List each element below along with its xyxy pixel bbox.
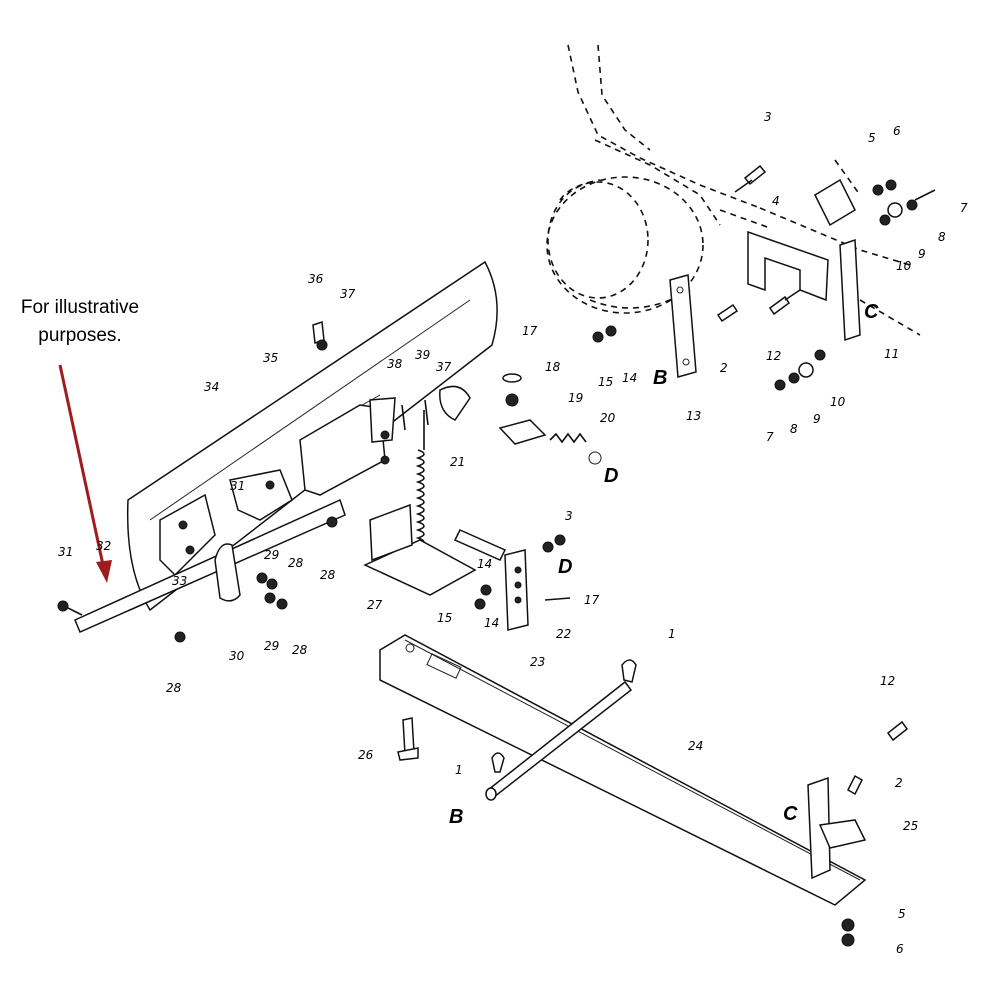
callout-9: 9 bbox=[918, 247, 926, 261]
callout-15: 15 bbox=[598, 375, 613, 389]
callout-10: 10 bbox=[830, 395, 846, 409]
hinge-plate bbox=[453, 529, 571, 631]
callout-28: 28 bbox=[320, 568, 336, 582]
callout-25: 25 bbox=[903, 819, 918, 833]
callout-15: 15 bbox=[437, 611, 452, 625]
callout-5: 5 bbox=[868, 131, 876, 145]
ref-b-upper: B bbox=[653, 367, 667, 389]
ref-d-lower: D bbox=[558, 556, 572, 578]
callout-2: 2 bbox=[720, 361, 728, 375]
linkage bbox=[498, 373, 602, 465]
callout-37: 37 bbox=[340, 287, 356, 301]
callout-37: 37 bbox=[436, 360, 452, 374]
callout-28: 28 bbox=[166, 681, 182, 695]
blade-top-hardware bbox=[312, 320, 471, 431]
callout-9: 9 bbox=[813, 412, 821, 426]
callout-28: 28 bbox=[292, 643, 308, 657]
callout-2: 2 bbox=[895, 776, 903, 790]
callout-3: 3 bbox=[764, 110, 772, 124]
note-line-2: purposes. bbox=[38, 325, 122, 346]
note-line-1: For illustrative bbox=[20, 297, 140, 318]
callout-numbers: 1 1 2 2 3 3 4 5 5 6 6 7 7 8 8 9 9 10 10 … bbox=[58, 110, 968, 956]
callout-31: 31 bbox=[58, 545, 73, 559]
callout-11: 11 bbox=[884, 347, 899, 361]
callout-8: 8 bbox=[938, 230, 946, 244]
callout-27: 27 bbox=[367, 598, 383, 612]
annotation-arrow bbox=[58, 364, 112, 583]
callout-13: 13 bbox=[686, 409, 701, 423]
callout-19: 19 bbox=[568, 391, 583, 405]
callout-7: 7 bbox=[766, 430, 774, 444]
tractor-outline bbox=[567, 44, 921, 336]
callout-7: 7 bbox=[960, 201, 968, 215]
callout-8: 8 bbox=[790, 422, 798, 436]
callout-18: 18 bbox=[545, 360, 561, 374]
ref-c-lower: C bbox=[783, 803, 798, 825]
callout-22: 22 bbox=[556, 627, 571, 641]
callout-26: 26 bbox=[358, 748, 374, 762]
callout-3: 3 bbox=[565, 509, 573, 523]
callout-23: 23 bbox=[530, 655, 545, 669]
callout-36: 36 bbox=[308, 272, 324, 286]
callout-32: 32 bbox=[96, 539, 111, 553]
callout-17: 17 bbox=[584, 593, 600, 607]
callout-38: 38 bbox=[387, 357, 403, 371]
plow-blade bbox=[126, 260, 498, 612]
reference-letters: B B C C D D bbox=[449, 301, 879, 828]
callout-1: 1 bbox=[455, 763, 463, 777]
callout-12: 12 bbox=[880, 674, 895, 688]
callout-35: 35 bbox=[263, 351, 278, 365]
callout-14: 14 bbox=[477, 557, 492, 571]
callout-4: 4 bbox=[772, 194, 780, 208]
callout-10: 10 bbox=[896, 259, 912, 273]
mounting-bracket-assembly bbox=[592, 164, 936, 391]
callout-33: 33 bbox=[172, 574, 187, 588]
pivot-hardware bbox=[174, 516, 338, 643]
callout-29: 29 bbox=[264, 548, 279, 562]
ref-d-upper: D bbox=[604, 465, 618, 487]
callout-39: 39 bbox=[415, 348, 430, 362]
callout-6: 6 bbox=[893, 124, 901, 138]
callout-5: 5 bbox=[898, 907, 906, 921]
callout-31: 31 bbox=[230, 479, 245, 493]
callout-17: 17 bbox=[522, 324, 538, 338]
push-frame bbox=[379, 634, 909, 947]
callout-12: 12 bbox=[766, 349, 781, 363]
callout-29: 29 bbox=[264, 639, 279, 653]
callout-24: 24 bbox=[688, 739, 703, 753]
callout-30: 30 bbox=[229, 649, 245, 663]
callout-1: 1 bbox=[668, 627, 676, 641]
callout-20: 20 bbox=[600, 411, 616, 425]
ref-b-lower: B bbox=[449, 806, 463, 828]
callout-14: 14 bbox=[484, 616, 499, 630]
callout-14: 14 bbox=[622, 371, 637, 385]
callout-34: 34 bbox=[204, 380, 219, 394]
wear-strip bbox=[57, 498, 346, 633]
callout-6: 6 bbox=[896, 942, 904, 956]
spring-assembly bbox=[363, 410, 477, 596]
callout-28: 28 bbox=[288, 556, 304, 570]
ref-c-upper: C bbox=[864, 301, 879, 323]
callout-21: 21 bbox=[450, 455, 465, 469]
